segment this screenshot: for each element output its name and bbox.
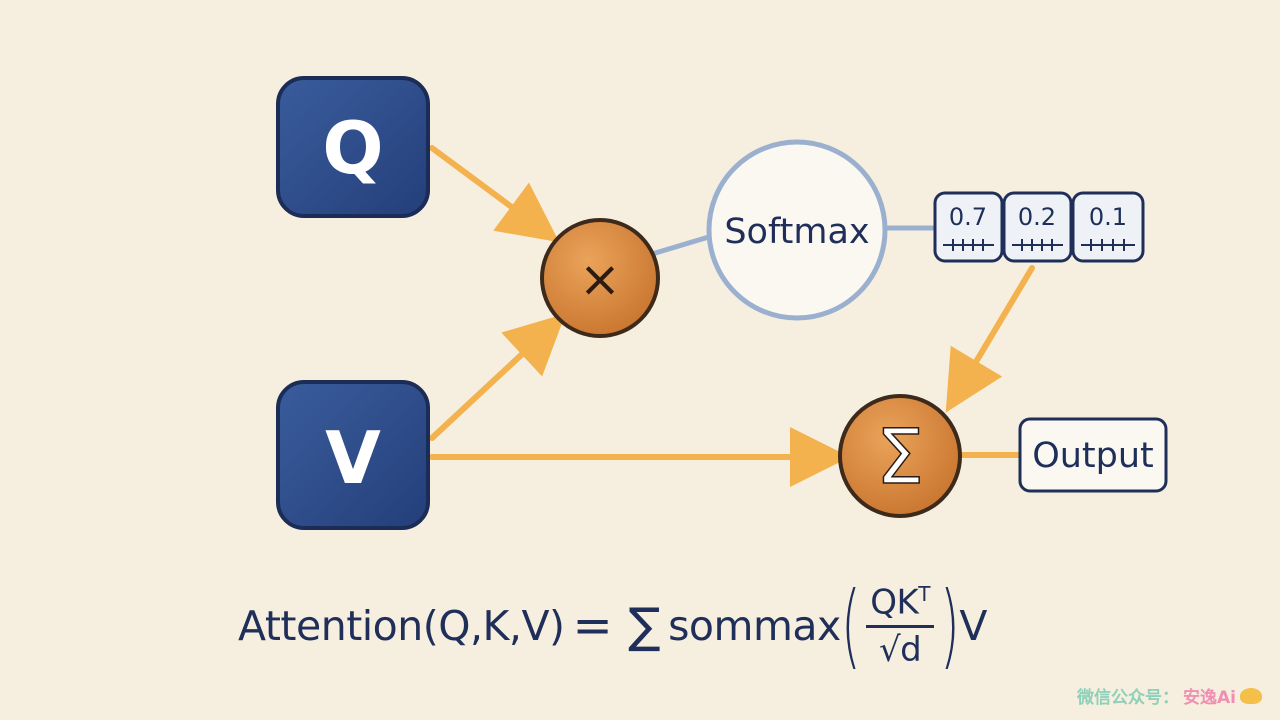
formula-tail: V xyxy=(959,602,987,650)
q-input-box: Q xyxy=(276,76,430,218)
formula-lhs: Attention(Q,K,V) xyxy=(238,602,565,650)
connector-multiply-softmax xyxy=(649,233,715,257)
formula-numerator: QKT xyxy=(866,582,934,628)
weight-value: 0.2 xyxy=(1018,203,1056,231)
multiply-icon: × xyxy=(579,250,621,308)
formula-sum-sign: ∑ xyxy=(628,598,661,654)
weight-box: 0.7 xyxy=(933,191,1004,263)
watermark-prefix: 微信公众号： xyxy=(1077,688,1180,708)
softmax-label: Softmax xyxy=(724,212,869,252)
sigma-icon: Σ xyxy=(876,412,924,501)
weight-box: 0.2 xyxy=(1002,191,1073,263)
v-input-box: V xyxy=(276,380,430,530)
duck-icon xyxy=(1240,687,1262,704)
attention-weights: 0.7 0.2 0.1 xyxy=(933,191,1145,263)
watermark-name: 安逸Ai xyxy=(1183,688,1236,708)
numerator-text: QK xyxy=(870,582,919,623)
weight-box: 0.1 xyxy=(1071,191,1145,263)
v-label: V xyxy=(325,416,381,500)
q-label: Q xyxy=(322,106,383,190)
arrow-v-to-multiply xyxy=(429,313,566,441)
multiply-node: × xyxy=(540,218,660,338)
weight-value: 0.1 xyxy=(1089,203,1127,231)
formula-superscript: T xyxy=(918,582,930,607)
formula-fraction: QKT √d xyxy=(866,582,934,670)
formula-func: sommax xyxy=(668,602,841,650)
watermark: 微信公众号： 安逸Ai xyxy=(1077,683,1262,708)
softmax-node: Softmax xyxy=(706,139,888,321)
formula-close-paren: ) xyxy=(939,572,960,679)
attention-formula: Attention(Q,K,V) = ∑ sommax ( QKT √d ) V xyxy=(238,578,987,674)
formula-equals: = xyxy=(572,598,613,654)
output-box: Output xyxy=(1018,417,1168,493)
output-label: Output xyxy=(1032,436,1154,476)
weight-value: 0.7 xyxy=(949,203,987,231)
arrow-weights-to-sum xyxy=(945,265,1035,413)
sum-node: Σ xyxy=(838,394,962,518)
formula-open-paren: ( xyxy=(840,572,861,679)
formula-denominator: √d xyxy=(878,629,922,670)
arrow-q-to-multiply xyxy=(429,145,560,243)
